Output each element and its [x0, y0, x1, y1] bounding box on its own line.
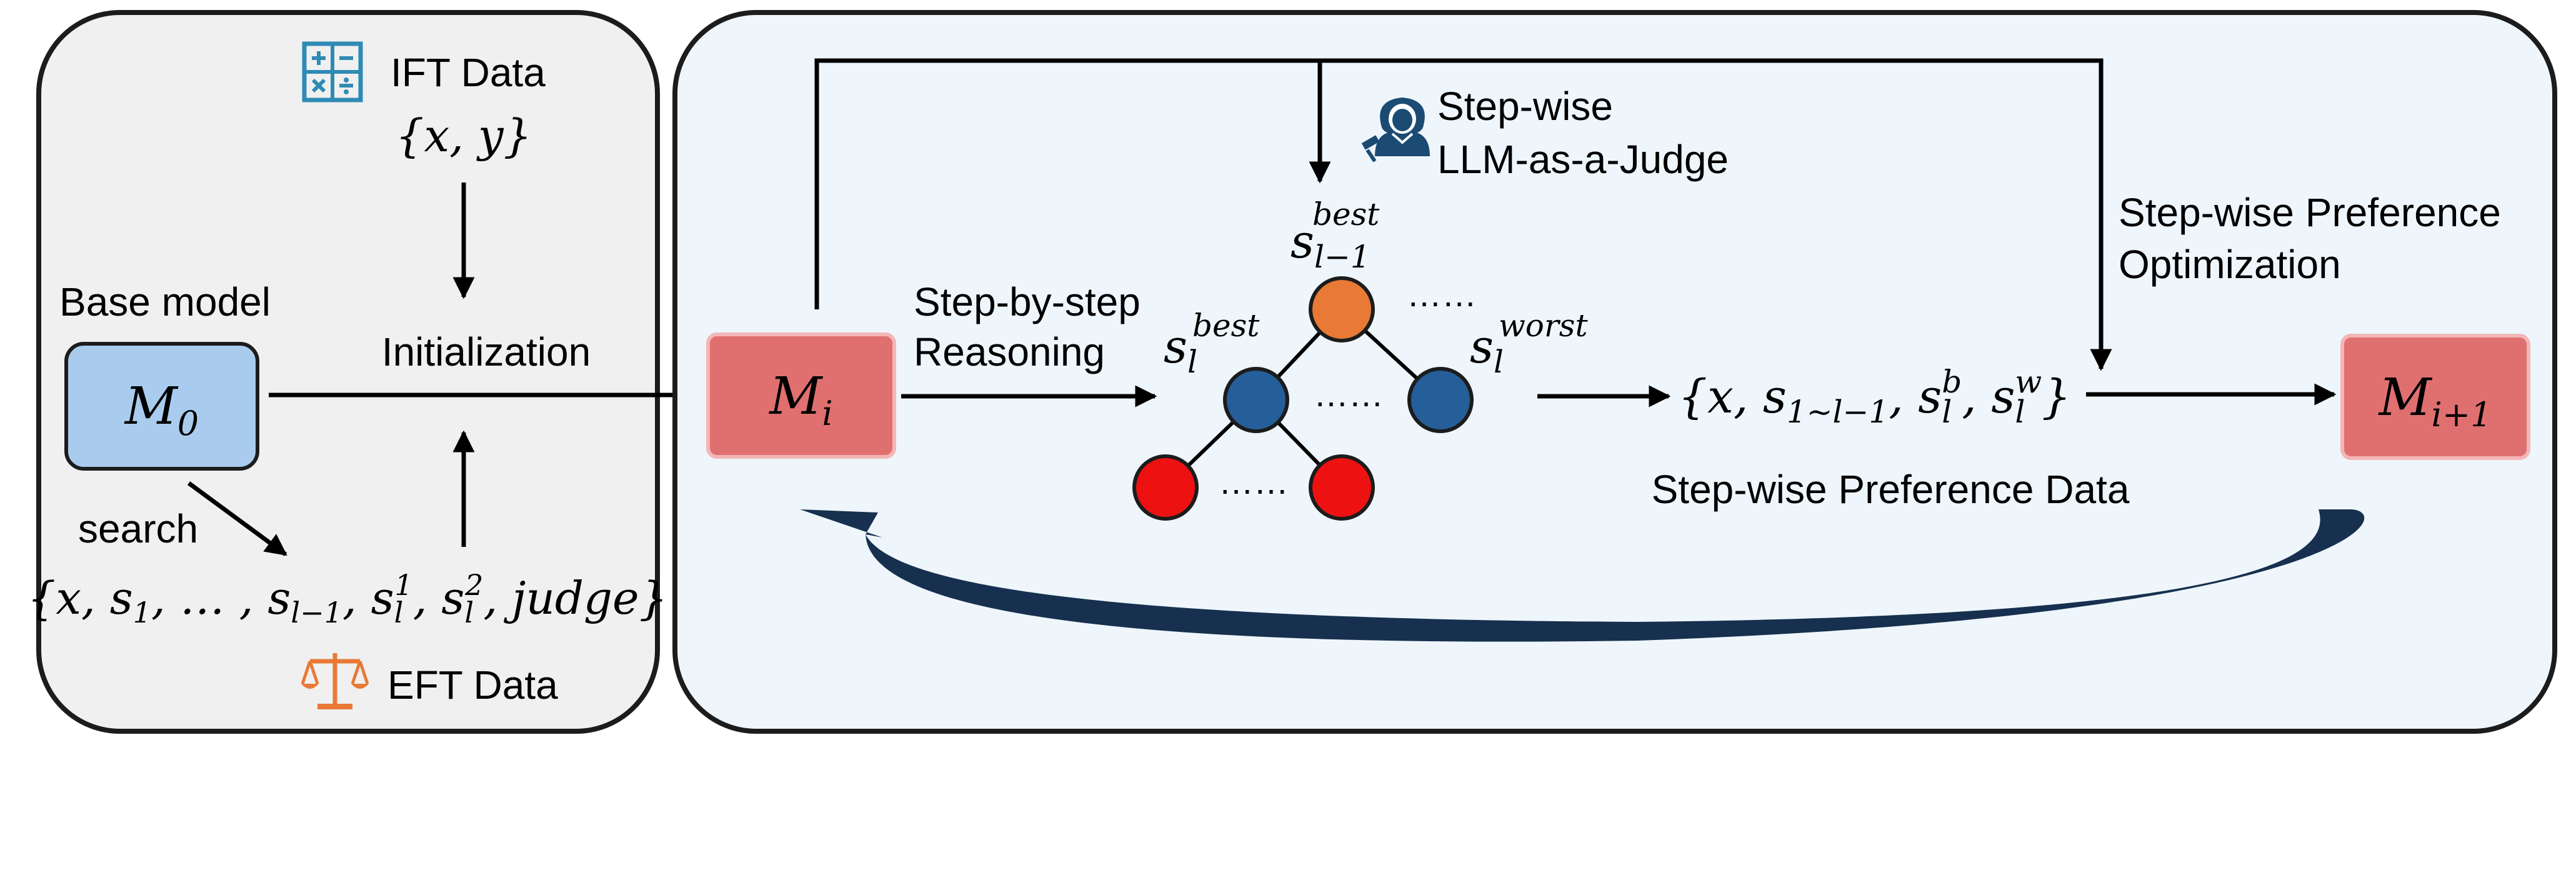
judge-icon [1361, 98, 1430, 162]
tree-node-candidate [1132, 454, 1199, 521]
policy-model-box [706, 332, 896, 459]
search-label: search [78, 506, 198, 551]
preference-data-set: {x, s1~l−1, slb, slw} [1678, 364, 2071, 430]
policy-model-symbol: Mi [768, 367, 832, 433]
calculator-icon [302, 41, 363, 102]
tree-node-worst [1407, 367, 1474, 433]
right-panel [672, 10, 2557, 734]
preference-data-label: Step-wise Preference Data [1652, 467, 2130, 512]
ift-data-set: {x, y} [396, 109, 532, 162]
judge-line-1: Step-wise [1437, 84, 1613, 129]
search-arrow [187, 481, 287, 556]
tree-node-best [1223, 367, 1289, 433]
reasoning-line-1: Step-by-step [914, 279, 1141, 324]
ift-data-title: IFT Data [391, 50, 546, 95]
tree-node-candidate [1309, 454, 1375, 521]
base-model-box [64, 342, 259, 471]
base-model-label: Base model [59, 279, 271, 324]
reasoning-line-2: Reasoning [914, 329, 1105, 374]
tree-label-top: sl−1best [1290, 196, 1380, 275]
iteration-feedback-arrow [800, 509, 2365, 642]
search-tree: …… …… …… [1132, 274, 1477, 521]
left-panel [36, 10, 660, 734]
optimization-line-1: Step-wise Preference [2119, 190, 2501, 235]
tree-label-left: slbest [1164, 308, 1260, 380]
next-model-symbol: Mi+1 [2378, 368, 2492, 434]
tree-label-right: slworst [1470, 308, 1588, 380]
judge-feedback-line [814, 58, 2112, 371]
tree-dots-middle: …… [1314, 374, 1384, 414]
optimization-line-2: Optimization [2119, 242, 2341, 287]
base-model-symbol: M0 [124, 377, 199, 443]
tree-dots-bottom: …… [1219, 462, 1289, 501]
next-model-box [2340, 334, 2530, 460]
eft-data-title: EFT Data [387, 662, 558, 708]
scales-icon [301, 653, 369, 709]
judge-line-2: LLM-as-a-Judge [1437, 137, 1729, 182]
eft-data-set: {x, s1, … , sl−1, sl1, sl2, judge} [27, 568, 668, 629]
tree-node-selected [1309, 276, 1375, 342]
tree-dots-top: …… [1407, 274, 1477, 314]
initialization-label: Initialization [382, 329, 591, 374]
